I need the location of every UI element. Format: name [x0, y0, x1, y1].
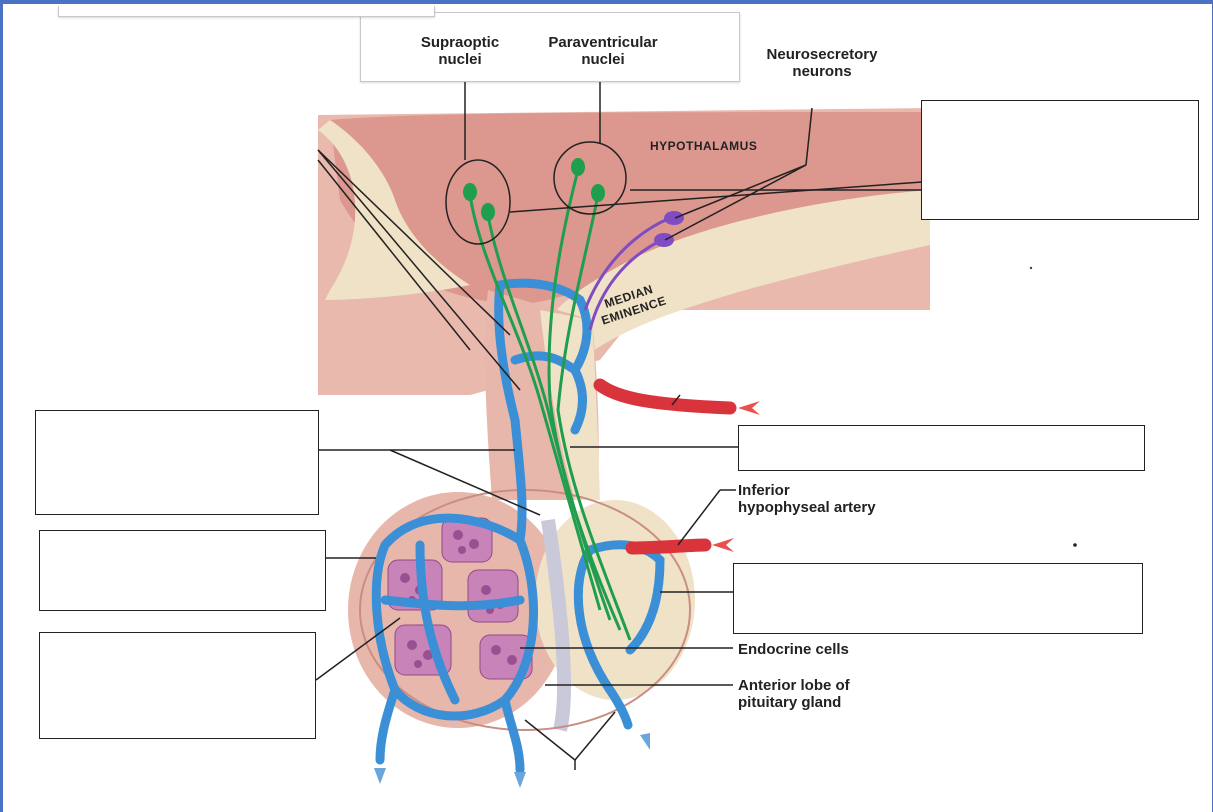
hypothalamus-label: HYPOTHALAMUS — [650, 139, 757, 153]
artery-arrows — [712, 401, 760, 552]
blank-box-top-right[interactable] — [921, 100, 1199, 220]
blank-box-right-middle[interactable] — [738, 425, 1145, 471]
blank-box-left-upper[interactable] — [35, 410, 319, 515]
blank-box-left-middle[interactable] — [39, 530, 326, 611]
blank-box-left-lower[interactable] — [39, 632, 316, 739]
blank-box-right-lower[interactable] — [733, 563, 1143, 634]
endocrine-cells-label: Endocrine cells — [738, 641, 849, 658]
top-left-tab — [58, 6, 435, 17]
stray-dot — [1030, 267, 1032, 269]
stray-dot — [1073, 543, 1077, 547]
